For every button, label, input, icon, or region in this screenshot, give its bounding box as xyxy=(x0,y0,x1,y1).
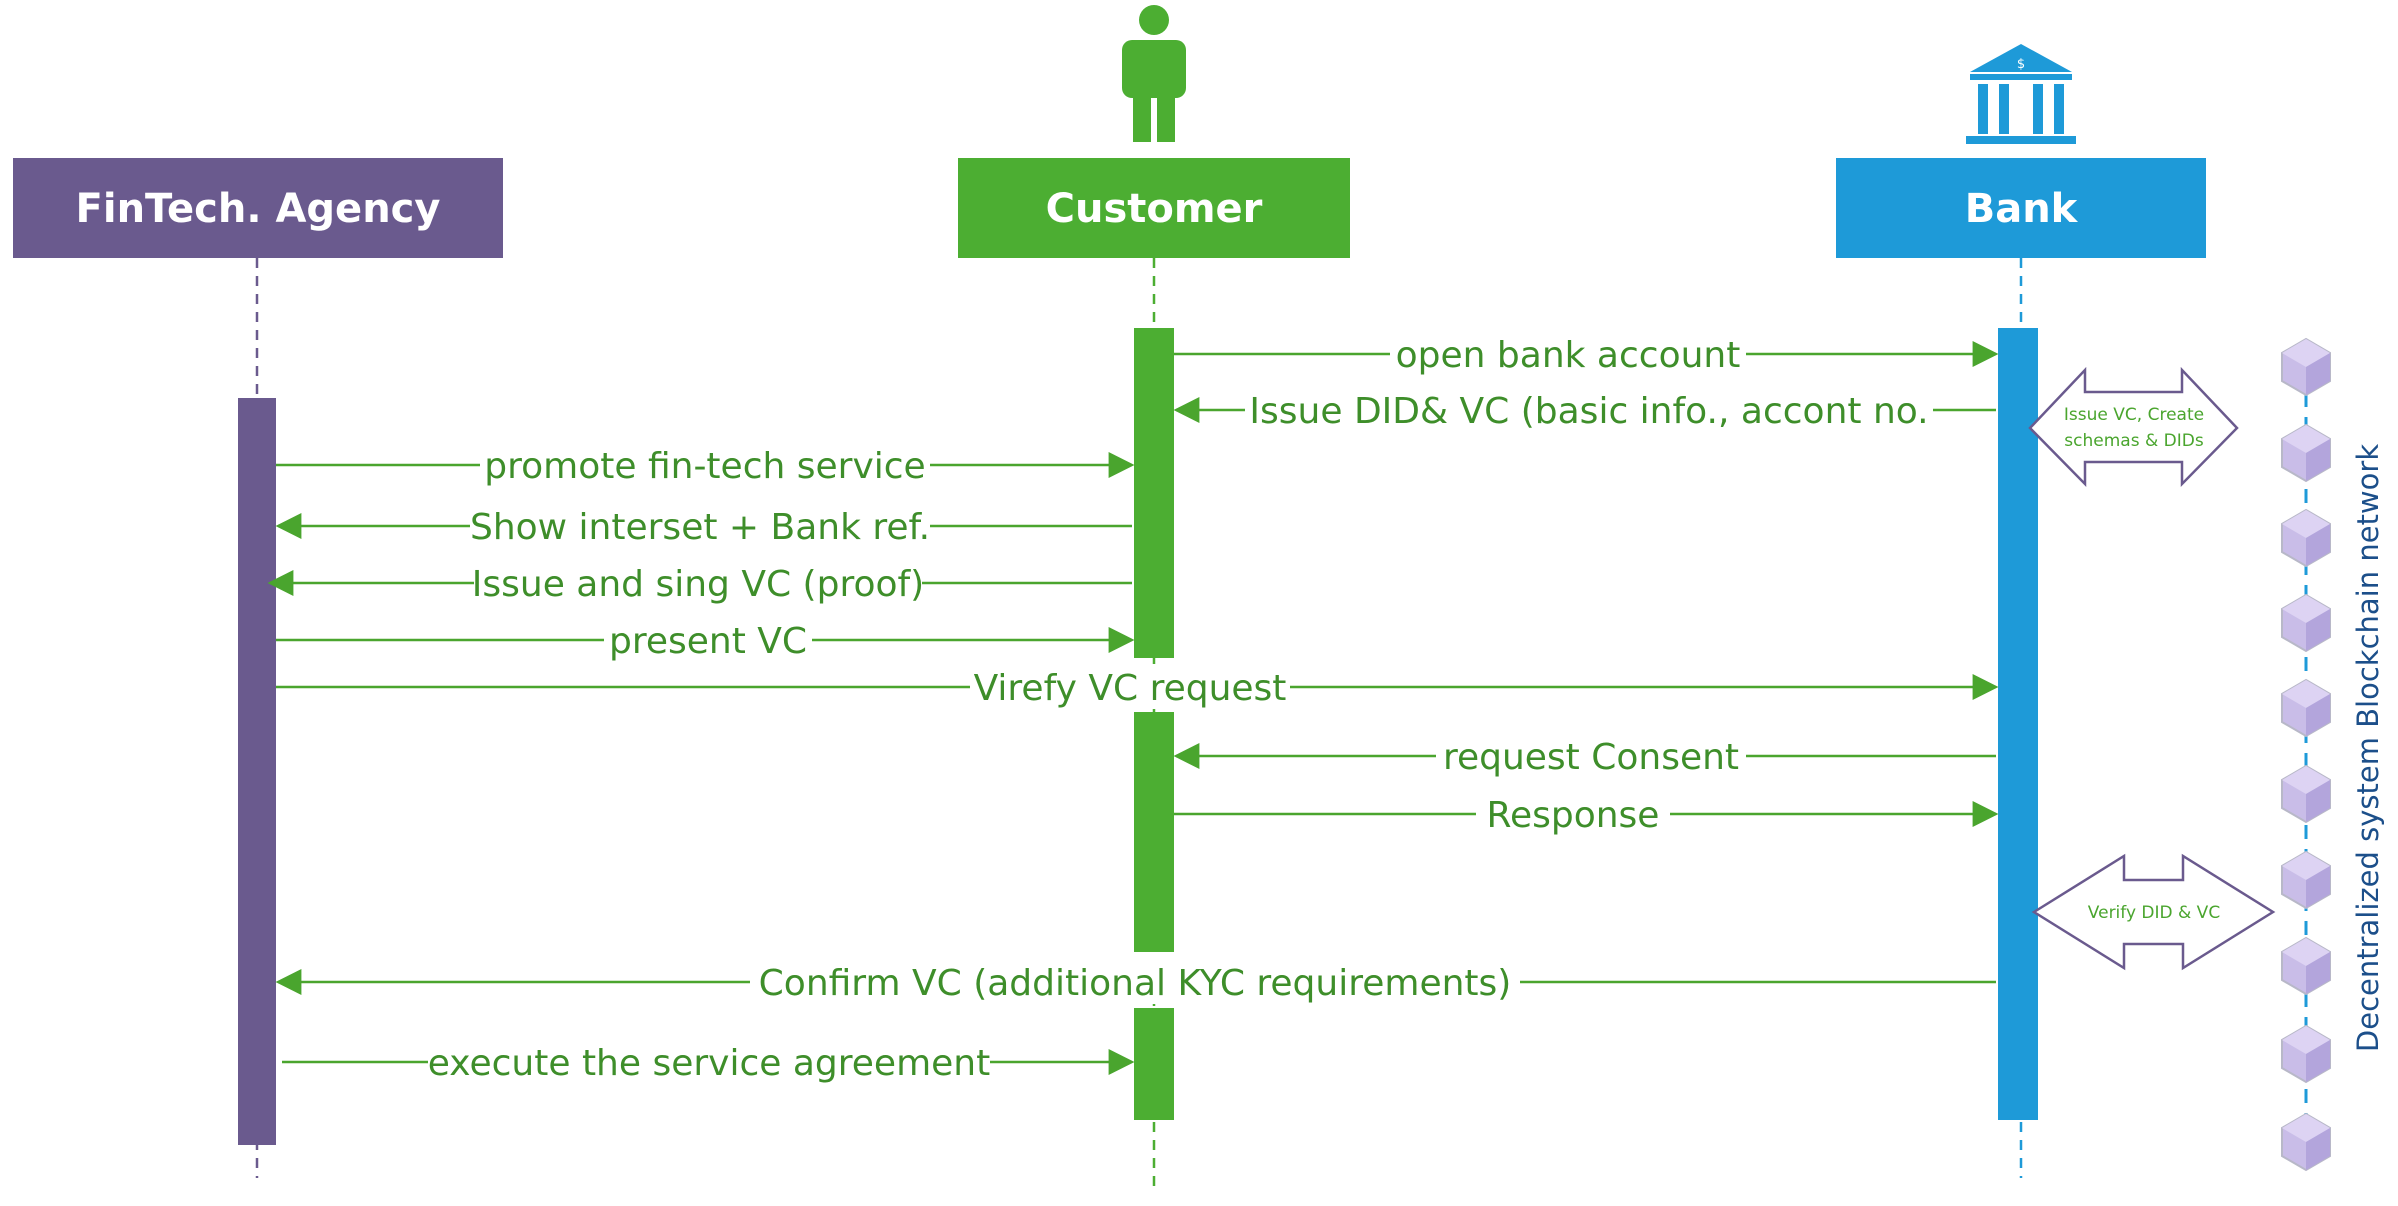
svg-text:request Consent: request Consent xyxy=(1443,737,1739,778)
svg-text:Virefy VC request: Virefy VC request xyxy=(974,668,1287,709)
svg-text:execute the service agreement: execute the service agreement xyxy=(428,1043,990,1084)
svg-text:schemas & DIDs: schemas & DIDs xyxy=(2064,431,2204,451)
note-verify-did-vc: Verify DID & VC xyxy=(2031,853,2276,971)
svg-text:open bank account: open bank account xyxy=(1396,335,1741,376)
message-open-bank-account: open bank account xyxy=(1174,332,1999,376)
svg-text:Issue DID& VC (basic info., ac: Issue DID& VC (basic info., accont no. xyxy=(1249,391,1928,432)
fintech-actor-box xyxy=(13,158,503,258)
svg-text:Show interset + Bank ref.: Show interset + Bank ref. xyxy=(470,507,930,548)
svg-text:Verify DID & VC: Verify DID & VC xyxy=(2088,903,2220,923)
message-execute-service-agreement: execute the service agreement xyxy=(282,1040,1135,1084)
customer-activation-1 xyxy=(1134,328,1174,658)
person-icon xyxy=(1122,5,1186,142)
blockchain-block-icon xyxy=(2281,851,2331,909)
customer-actor-label: Customer xyxy=(1046,186,1263,232)
message-response: Response xyxy=(1174,792,1999,836)
bank-activation xyxy=(1998,328,2038,1120)
svg-text:present VC: present VC xyxy=(609,621,807,662)
blockchain-block-icon xyxy=(2281,338,2331,396)
blockchain-block-icon xyxy=(2281,424,2331,482)
fintech-activation xyxy=(238,398,276,1145)
svg-text:$: $ xyxy=(2017,57,2025,72)
bank-actor-label: Bank xyxy=(1965,186,2079,232)
svg-text:Issue VC, Create: Issue VC, Create xyxy=(2064,405,2204,425)
message-issue-did-vc: Issue DID& VC (basic info., accont no. xyxy=(1173,388,1996,432)
blockchain-block-icon xyxy=(2281,594,2331,652)
blockchain-network-label: Decentralized system Blockchain network xyxy=(2351,444,2385,1052)
svg-text:Issue and sing VC (proof): Issue and sing VC (proof) xyxy=(472,564,924,605)
blockchain-block-icon xyxy=(2281,1113,2331,1171)
customer-activation-3 xyxy=(1134,1008,1174,1120)
blockchain-block-icon xyxy=(2281,1025,2331,1083)
svg-text:Response: Response xyxy=(1487,795,1660,836)
bank-actor-box xyxy=(1836,158,2206,258)
note-issue-vc-create-schemas: Issue VC, Create schemas & DIDs xyxy=(2028,366,2239,488)
blockchain-block-icon xyxy=(2281,937,2331,995)
message-present-vc: present VC xyxy=(276,618,1135,662)
customer-activation-2 xyxy=(1134,712,1174,952)
message-request-consent: request Consent xyxy=(1173,734,1996,778)
blockchain-block-icon xyxy=(2281,509,2331,567)
svg-text:promote fin-tech service: promote fin-tech service xyxy=(484,446,925,487)
blockchain-block-icon xyxy=(2281,679,2331,737)
bank-building-icon: $ xyxy=(1966,44,2076,144)
message-promote-fintech-service: promote fin-tech service xyxy=(276,443,1135,487)
customer-actor-box xyxy=(958,158,1350,258)
message-issue-and-sign-vc: Issue and sing VC (proof) xyxy=(267,561,1132,605)
blockchain-block-icon xyxy=(2281,765,2331,823)
message-show-interest-bank-ref: Show interset + Bank ref. xyxy=(275,504,1132,548)
message-verify-vc-request: Virefy VC request xyxy=(276,665,1999,709)
svg-text:Confirm VC (additional KYC req: Confirm VC (additional KYC requirements) xyxy=(759,963,1512,1004)
message-confirm-vc: Confirm VC (additional KYC requirements) xyxy=(275,960,1996,1004)
fintech-actor-label: FinTech. Agency xyxy=(76,186,441,232)
